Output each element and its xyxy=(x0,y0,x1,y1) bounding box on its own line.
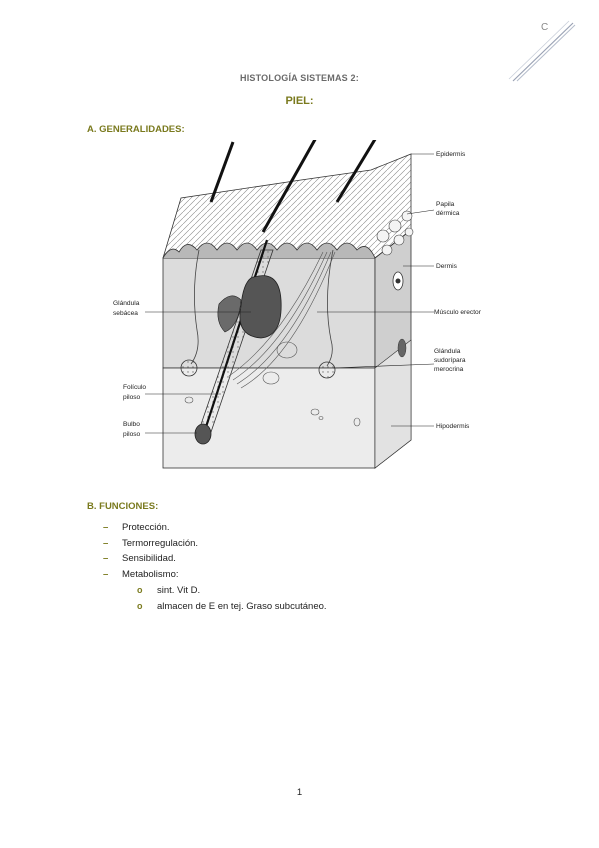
label-glandula-sudoripara-1: Glándula xyxy=(434,348,461,355)
label-epidermis: Epidermis xyxy=(436,151,466,158)
hair-shaft-center xyxy=(261,140,317,233)
label-glandula-sudoripara-2: sudorípara xyxy=(434,357,466,364)
epidermis-top xyxy=(162,153,412,259)
sweat-gland-right xyxy=(318,361,336,379)
list-item-text: Metabolismo: xyxy=(122,568,179,580)
list-item-text: Protección. xyxy=(122,522,170,533)
dash-bullet: – xyxy=(103,522,109,533)
corner-stripes-decoration xyxy=(508,20,576,82)
sweat-duct-right xyxy=(326,249,334,367)
label-papila-1: Papila xyxy=(436,201,455,208)
dash-bullet: – xyxy=(103,537,109,549)
hair-shaft-left xyxy=(209,141,235,203)
sweat-duct-left xyxy=(190,249,200,365)
label-hipodermis: Hipodermis xyxy=(436,423,470,430)
list-item-text: Sensibilidad. xyxy=(122,553,176,565)
document-subtitle: PIEL: xyxy=(285,95,314,107)
label-musculo-erector: Músculo erector xyxy=(434,309,482,316)
fat-cells xyxy=(184,341,361,427)
skin-diagram: Epidermis Papila dérmica Dermis Músculo … xyxy=(113,140,482,469)
dash-bullet: – xyxy=(103,553,109,565)
dash-bullet: – xyxy=(103,568,109,580)
list-item-text: Termorregulación. xyxy=(122,537,199,549)
label-papila-2: dérmica xyxy=(436,210,460,217)
label-foliculo-piloso-2: piloso xyxy=(123,394,141,401)
sebaceous-gland xyxy=(239,275,282,339)
page-number: 1 xyxy=(296,787,303,798)
corner-letter: C xyxy=(541,22,549,33)
circle-bullet: o xyxy=(137,585,143,595)
label-glandula-sebacea-1: Glándula xyxy=(113,300,140,307)
label-bulbo-piloso-2: piloso xyxy=(123,431,141,438)
sublist-item-text: almacen de E en tej. Graso subcutáneo. xyxy=(157,600,327,612)
circle-bullet: o xyxy=(137,600,143,611)
hair-bulb xyxy=(194,423,212,445)
hypodermis-layer xyxy=(162,367,376,469)
label-glandula-sebacea-2: sebácea xyxy=(113,310,138,317)
label-glandula-sudoripara-3: merocrina xyxy=(434,366,464,373)
label-dermis: Dermis xyxy=(436,263,458,270)
label-bulbo-piloso-1: Bulbo xyxy=(123,421,140,428)
label-foliculo-piloso-1: Folículo xyxy=(123,384,146,391)
hair-shaft-right xyxy=(335,140,377,203)
document-title: HISTOLOGÍA SISTEMAS 2: xyxy=(240,73,359,83)
section-a-heading: A. GENERALIDADES: xyxy=(87,124,185,135)
sublist-item-text: sint. Vit D. xyxy=(157,585,201,596)
sweat-gland-left xyxy=(180,359,198,377)
erector-muscle xyxy=(228,251,336,389)
section-b-heading: B. FUNCIONES: xyxy=(87,501,159,512)
